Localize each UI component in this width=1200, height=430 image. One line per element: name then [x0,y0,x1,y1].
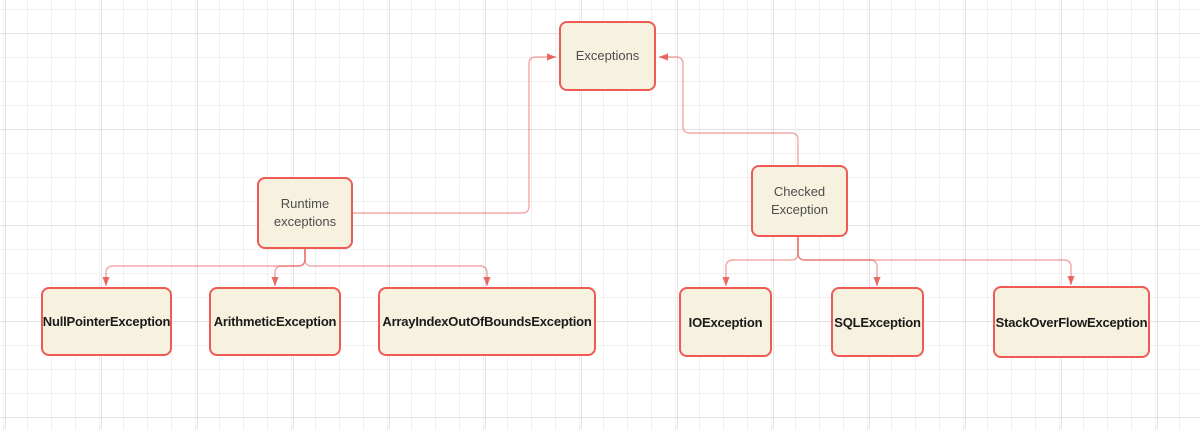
node-stack-overflow-exception[interactable]: StackOverFlowException [993,286,1150,358]
node-null-pointer-exception-label: NullPointerException [42,314,171,329]
node-sql-exception[interactable]: SQLException [831,287,924,357]
node-array-index-out-of-bounds-exception-label: ArrayIndexOutOfBoundsException [382,314,592,329]
node-sql-exception-label: SQLException [834,314,921,330]
edge-checked-to-io [722,237,799,286]
edge-runtime-to-arithmetic [271,249,306,286]
node-checked-exception[interactable]: Checked Exception [751,165,848,237]
node-exceptions[interactable]: Exceptions [559,21,656,91]
node-arithmetic-exception[interactable]: ArithmeticException [209,287,341,356]
node-runtime-exceptions-label: Runtime exceptions [273,195,337,229]
node-io-exception[interactable]: IOException [679,287,772,357]
node-runtime-exceptions[interactable]: Runtime exceptions [257,177,353,249]
node-null-pointer-exception[interactable]: NullPointerException [41,287,172,356]
edge-runtime-to-array-index [304,249,491,286]
edge-runtime-to-null-pointer [102,249,306,286]
node-stack-overflow-exception-label: StackOverFlowException [995,314,1148,330]
node-io-exception-label: IOException [688,314,763,330]
node-checked-exception-label: Checked Exception [770,183,829,217]
edge-runtime-to-exceptions [353,53,556,214]
node-exceptions-label: Exceptions [575,47,640,63]
edge-checked-to-stack-overflow [797,237,1075,285]
edge-checked-to-sql [797,237,881,286]
node-arithmetic-exception-label: ArithmeticException [213,314,337,329]
node-array-index-out-of-bounds-exception[interactable]: ArrayIndexOutOfBoundsException [378,287,596,356]
edge-checked-to-exceptions [659,53,799,165]
